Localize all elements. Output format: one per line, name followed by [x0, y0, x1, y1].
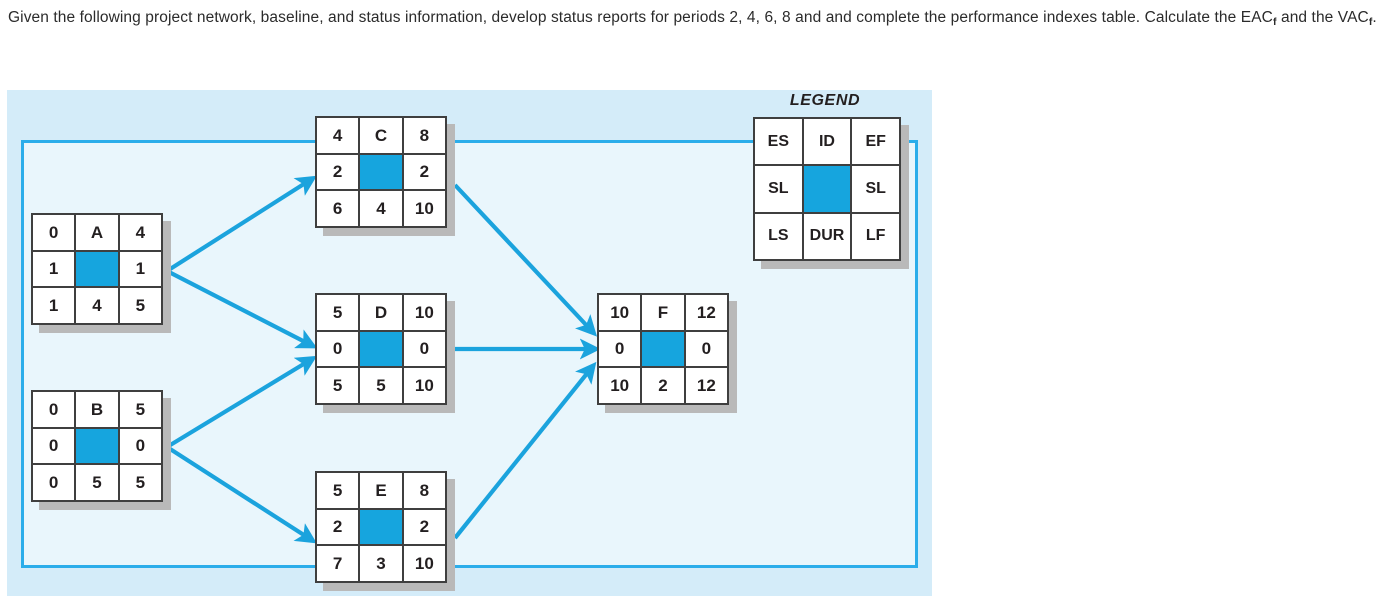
node-d-es: 5 — [317, 295, 359, 330]
node-grid: 10 F 12 0 0 10 2 12 — [597, 293, 729, 405]
legend-center — [803, 166, 851, 212]
node-grid: 4 C 8 2 2 6 4 10 — [315, 116, 447, 228]
node-a-sl-right: 1 — [119, 251, 161, 287]
node-c-es: 4 — [317, 118, 359, 153]
node-b-lf: 5 — [119, 465, 161, 500]
legend-lf: LF — [852, 213, 899, 259]
node-b-sl-right: 0 — [119, 428, 161, 464]
node-grid: 0 B 5 0 0 0 5 5 — [31, 390, 163, 502]
node-e-lf: 10 — [403, 546, 445, 581]
node-c-lf: 10 — [403, 191, 445, 226]
prompt-line-1: Given the following project network, bas… — [8, 9, 920, 26]
node-a-es: 0 — [33, 215, 75, 250]
node-grid: 5 D 10 0 0 5 5 10 — [315, 293, 447, 405]
node-c-dur: 4 — [360, 191, 402, 226]
legend-title: LEGEND — [789, 92, 861, 109]
node-f-es: 10 — [599, 295, 641, 330]
legend-node: ES ID EF SL SL LS DUR LF — [753, 117, 909, 269]
node-b-es: 0 — [33, 392, 75, 427]
node-a-center — [76, 251, 118, 287]
node-c-id: C — [360, 118, 402, 153]
legend-ls: LS — [755, 213, 802, 259]
node-a-ls: 1 — [33, 288, 75, 323]
prompt-line-2: the performance indexes table. Calculate… — [924, 9, 1377, 28]
node-f-dur: 2 — [642, 368, 684, 403]
node-d-dur: 5 — [360, 368, 402, 403]
node-a-dur: 4 — [76, 288, 118, 323]
node-e-id: E — [360, 473, 402, 508]
node-f-ef: 12 — [685, 295, 727, 330]
node-f-id: F — [642, 295, 684, 330]
node-d-ef: 10 — [403, 295, 445, 330]
node-e-dur: 3 — [360, 546, 402, 581]
node-f-lf: 12 — [685, 368, 727, 403]
node-c-center — [360, 154, 402, 190]
legend-sl-right: SL — [852, 166, 899, 212]
node-b-center — [76, 428, 118, 464]
legend-sl-left: SL — [755, 166, 802, 212]
network-node-c[interactable]: 4 C 8 2 2 6 4 10 — [315, 116, 455, 236]
legend-dur: DUR — [803, 213, 851, 259]
node-c-ef: 8 — [403, 118, 445, 153]
legend-es: ES — [755, 119, 802, 165]
node-f-center — [642, 331, 684, 367]
node-grid: 0 A 4 1 1 1 4 5 — [31, 213, 163, 325]
node-d-sl-right: 0 — [403, 331, 445, 367]
network-node-a[interactable]: 0 A 4 1 1 1 4 5 — [31, 213, 171, 333]
node-a-ef: 4 — [119, 215, 161, 250]
node-e-center — [360, 509, 402, 545]
node-d-id: D — [360, 295, 402, 330]
network-node-d[interactable]: 5 D 10 0 0 5 5 10 — [315, 293, 455, 413]
node-a-lf: 5 — [119, 288, 161, 323]
node-e-es: 5 — [317, 473, 359, 508]
node-e-ef: 8 — [403, 473, 445, 508]
node-c-sl-left: 2 — [317, 154, 359, 190]
node-b-dur: 5 — [76, 465, 118, 500]
prompt-line-2-part-c: . — [1372, 9, 1377, 26]
node-f-ls: 10 — [599, 368, 641, 403]
network-node-f[interactable]: 10 F 12 0 0 10 2 12 — [597, 293, 737, 413]
node-c-ls: 6 — [317, 191, 359, 226]
node-e-sl-right: 2 — [403, 509, 445, 545]
node-d-lf: 10 — [403, 368, 445, 403]
node-d-center — [360, 331, 402, 367]
network-node-e[interactable]: 5 E 8 2 2 7 3 10 — [315, 471, 455, 591]
node-e-ls: 7 — [317, 546, 359, 581]
vac-subscript: f — [1368, 16, 1373, 28]
prompt-line-2-part-b: and the VAC — [1276, 9, 1369, 26]
question-prompt: Given the following project network, bas… — [8, 6, 1388, 31]
legend-id: ID — [803, 119, 851, 165]
node-b-ls: 0 — [33, 465, 75, 500]
node-b-sl-left: 0 — [33, 428, 75, 464]
node-b-id: B — [76, 392, 118, 427]
node-a-id: A — [76, 215, 118, 250]
project-network-figure: 0 A 4 1 1 1 4 5 0 B 5 0 0 0 5 5 4 — [7, 90, 932, 596]
node-c-sl-right: 2 — [403, 154, 445, 190]
node-d-sl-left: 0 — [317, 331, 359, 367]
node-f-sl-right: 0 — [685, 331, 727, 367]
legend: LEGEND ES ID EF SL SL LS DUR LF — [745, 90, 930, 270]
node-b-ef: 5 — [119, 392, 161, 427]
prompt-line-2-part-a: the performance indexes table. Calculate… — [924, 9, 1273, 26]
node-a-sl-left: 1 — [33, 251, 75, 287]
node-grid: 5 E 8 2 2 7 3 10 — [315, 471, 447, 583]
network-node-b[interactable]: 0 B 5 0 0 0 5 5 — [31, 390, 171, 510]
eac-subscript: f — [1272, 16, 1277, 28]
node-f-sl-left: 0 — [599, 331, 641, 367]
legend-ef: EF — [852, 119, 899, 165]
node-d-ls: 5 — [317, 368, 359, 403]
node-grid: ES ID EF SL SL LS DUR LF — [753, 117, 901, 261]
node-e-sl-left: 2 — [317, 509, 359, 545]
